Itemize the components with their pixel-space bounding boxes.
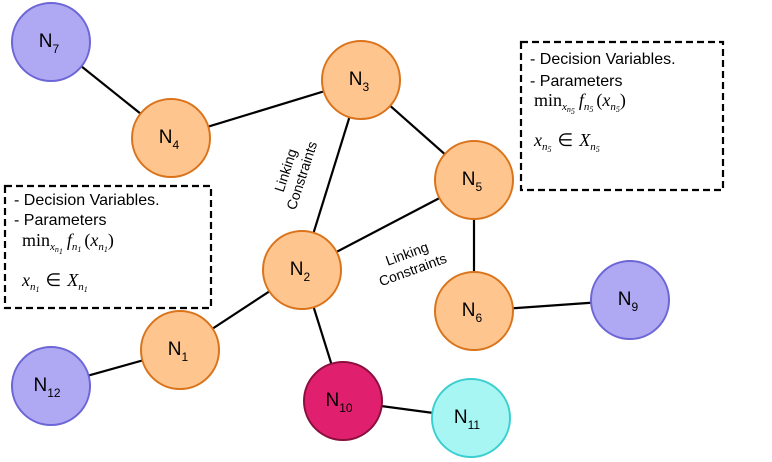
node-n5: N5 bbox=[434, 140, 514, 220]
box-right-constraint: xn5∈Xn5 bbox=[533, 130, 600, 154]
node-n2-circle bbox=[262, 230, 342, 310]
edge-label-linking-n3-n2: Linking Constraints bbox=[271, 139, 320, 211]
node-n9: N9 bbox=[590, 260, 670, 340]
node-n4-circle bbox=[131, 98, 211, 178]
node-n7: N7 bbox=[11, 2, 91, 82]
node-n9-label: N9 bbox=[618, 289, 639, 314]
node-n9-circle bbox=[590, 260, 670, 340]
decision-box-left-frame bbox=[3, 184, 213, 310]
node-n11-label: N11 bbox=[454, 407, 481, 432]
node-n2-label: N2 bbox=[290, 259, 311, 284]
box-left-line2: - Parameters bbox=[14, 212, 106, 229]
box-left-line1: - Decision Variables. bbox=[14, 192, 160, 209]
node-n6-circle bbox=[434, 271, 514, 351]
decision-box-right: - Decision Variables. - Parameters minxn… bbox=[519, 40, 725, 192]
decision-box-right-frame bbox=[519, 40, 725, 192]
node-n6: N6 bbox=[434, 271, 514, 351]
box-right-line1: - Decision Variables. bbox=[530, 51, 676, 68]
node-n7-circle bbox=[11, 2, 91, 82]
edge-label-linking-n2-n5: Linking Constraints bbox=[377, 238, 449, 289]
node-n1: N1 bbox=[140, 310, 220, 390]
node-n3-label: N3 bbox=[349, 69, 370, 94]
box-left-objective: minxn1fn1(xn1) bbox=[22, 230, 114, 256]
node-n6-label: N6 bbox=[462, 300, 483, 325]
node-n4: N4 bbox=[131, 98, 211, 178]
node-n5-label: N5 bbox=[462, 169, 483, 194]
node-n10: N10 bbox=[303, 361, 383, 441]
node-n4-label: N4 bbox=[159, 127, 180, 152]
node-n12-label: N12 bbox=[33, 375, 60, 400]
node-n3: N3 bbox=[321, 40, 401, 120]
node-n1-circle bbox=[140, 310, 220, 390]
box-left-constraint: xn1∈Xn1 bbox=[21, 270, 88, 294]
node-n3-circle bbox=[321, 40, 401, 120]
node-n11-circle bbox=[431, 378, 511, 458]
decision-box-left: - Decision Variables. - Parameters minxn… bbox=[3, 184, 213, 310]
node-n12: N12 bbox=[11, 346, 91, 426]
node-n1-label: N1 bbox=[168, 339, 189, 364]
box-right-objective: minxn5fn5(xn5) bbox=[534, 90, 626, 116]
node-n10-circle bbox=[303, 361, 383, 441]
node-n11: N11 bbox=[431, 378, 511, 458]
box-right-line2: - Parameters bbox=[530, 73, 622, 90]
node-n12-circle bbox=[11, 346, 91, 426]
node-n7-label: N7 bbox=[39, 31, 60, 56]
node-n5-circle bbox=[434, 140, 514, 220]
node-n2: N2 bbox=[262, 230, 342, 310]
node-n10-label: N10 bbox=[325, 390, 352, 415]
